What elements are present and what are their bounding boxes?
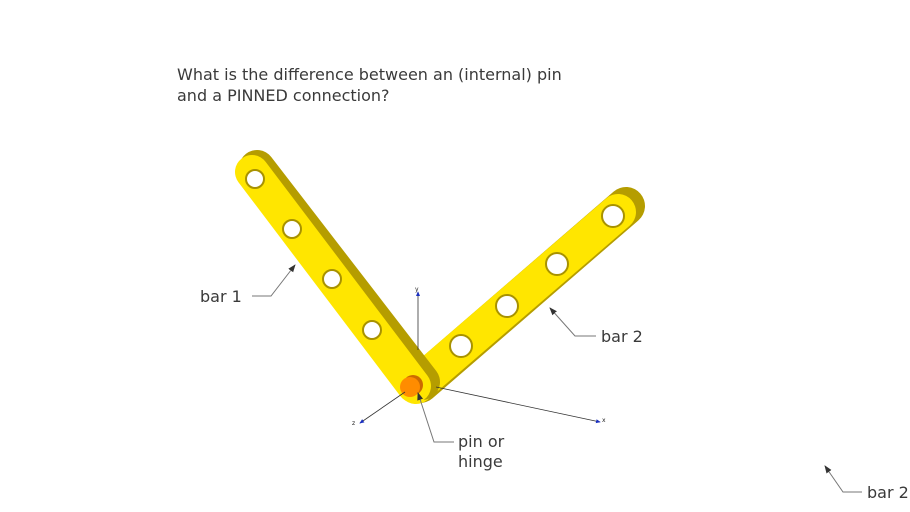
bar-1-hole xyxy=(322,269,342,289)
pin-label-line-1: pin or xyxy=(458,432,505,451)
bar-1-hole xyxy=(282,219,302,239)
bar-1-hole xyxy=(362,320,382,340)
axis-z-label: z xyxy=(352,420,355,427)
pin-label: pin or hinge xyxy=(458,432,504,472)
pin-leader xyxy=(417,392,454,443)
bar-2-hole xyxy=(449,334,473,358)
bar-1-label: bar 1 xyxy=(200,287,242,306)
bar-2-label: bar 2 xyxy=(601,327,643,346)
title-line-1: What is the difference between an (inter… xyxy=(177,65,562,84)
bar-1-leader xyxy=(252,264,296,297)
bar-1 xyxy=(235,150,440,403)
axis-x-label: x xyxy=(602,417,606,424)
bar-2-leader xyxy=(549,307,596,337)
bar-2-hole xyxy=(601,204,625,228)
question-title: What is the difference between an (inter… xyxy=(177,64,562,106)
bar-2-corner-leader xyxy=(824,465,862,493)
bar-2 xyxy=(398,187,645,404)
title-line-2: and a PINNED connection? xyxy=(177,86,390,105)
bar-1-hole xyxy=(245,169,265,189)
bar-2-hole xyxy=(495,294,519,318)
coordinate-axes xyxy=(359,291,601,424)
bar-2-corner-label: bar 2 xyxy=(867,483,909,502)
axis-y-label: y xyxy=(415,286,419,293)
pin-label-line-2: hinge xyxy=(458,452,503,471)
bar-2-hole xyxy=(545,252,569,276)
